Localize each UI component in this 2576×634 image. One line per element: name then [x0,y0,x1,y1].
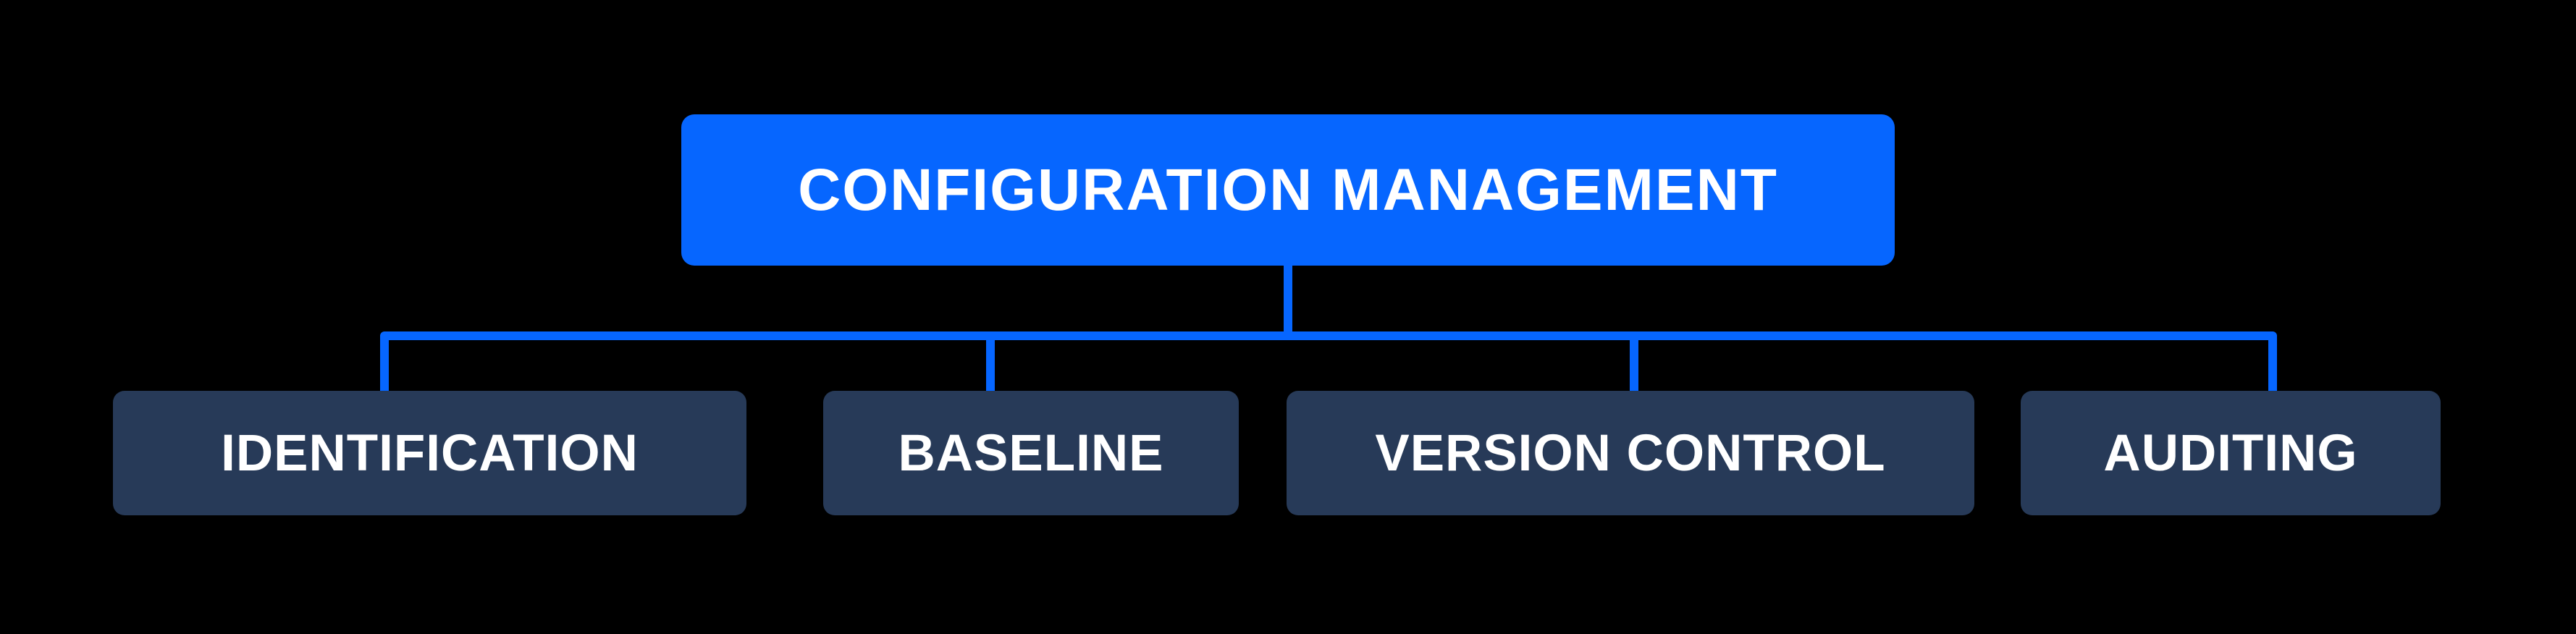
child-node-label: VERSION CONTROL [1375,424,1886,482]
connector-horizontal-bar [380,331,2277,391]
child-node-baseline: BASELINE [823,391,1239,515]
root-node-label: CONFIGURATION MANAGEMENT [798,156,1778,223]
child-node-label: AUDITING [2103,424,2358,482]
child-node-label: IDENTIFICATION [221,424,639,482]
child-node-identification: IDENTIFICATION [113,391,746,515]
root-node-configuration-management: CONFIGURATION MANAGEMENT [681,114,1895,266]
child-node-label: BASELINE [898,424,1164,482]
child-node-auditing: AUDITING [2021,391,2441,515]
child-node-version-control: VERSION CONTROL [1287,391,1974,515]
